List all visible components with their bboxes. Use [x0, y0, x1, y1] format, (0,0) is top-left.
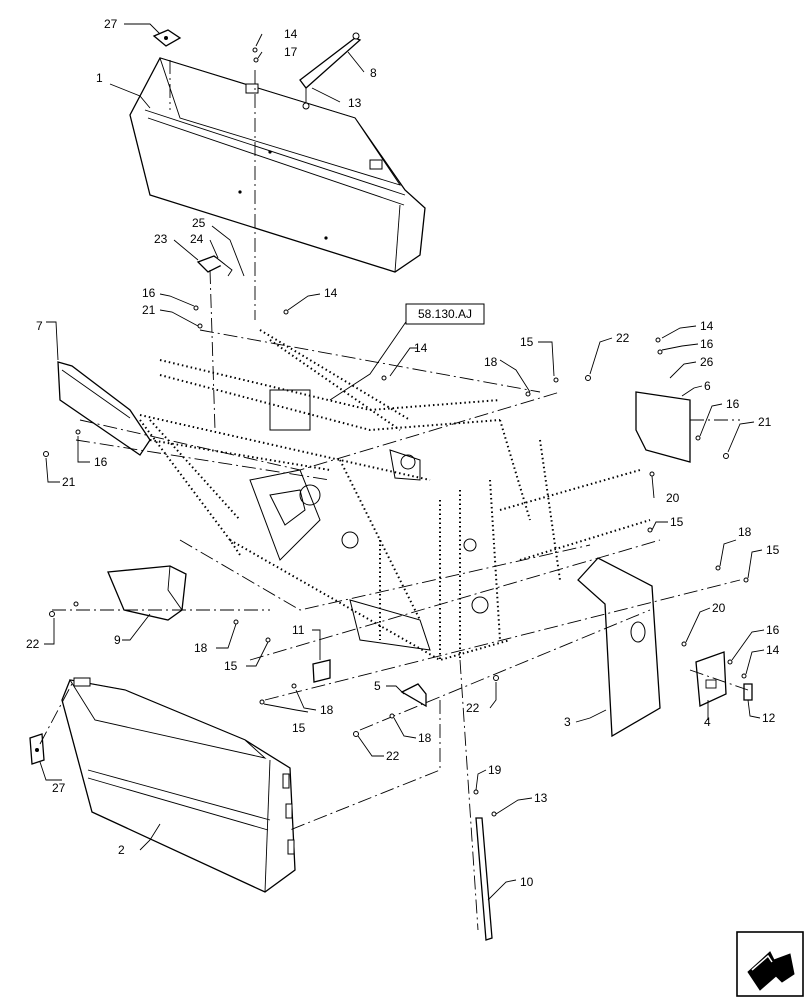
callout-15-far-right: 15 — [766, 543, 780, 557]
navigation-arrow-icon[interactable] — [736, 931, 804, 997]
callout-2: 2 — [118, 843, 125, 857]
callout-16-right-mid: 16 — [726, 397, 740, 411]
callout-21-left: 21 — [62, 475, 76, 489]
callout-leaders — [39, 23, 765, 901]
part-27-bracket-top — [152, 29, 182, 47]
callout-14-lower-right: 14 — [766, 643, 780, 657]
part-10-rod — [475, 817, 493, 941]
callout-22-left: 22 — [26, 637, 40, 651]
callout-20-right: 20 — [666, 491, 680, 505]
part-8-support-rod — [299, 32, 362, 110]
assembly-centerlines — [39, 60, 749, 931]
part-12-pin — [743, 683, 753, 701]
callout-11: 11 — [292, 623, 305, 637]
callout-6: 6 — [704, 379, 711, 393]
callout-21-left-top: 21 — [142, 303, 156, 317]
callout-10: 10 — [520, 875, 534, 889]
callout-20-lower-right: 20 — [712, 601, 726, 615]
part-3-tall-right-panel — [577, 557, 661, 738]
callout-18-lower-center: 18 — [320, 703, 334, 717]
callout-23: 23 — [154, 232, 168, 246]
part-2-lower-shield — [61, 677, 296, 893]
callout-16-left: 16 — [94, 455, 108, 469]
callout-12: 12 — [762, 711, 776, 725]
callout-26: 26 — [700, 355, 714, 369]
callout-16-right: 16 — [700, 337, 714, 351]
callout-labels: 27 14 17 8 1 13 25 23 24 16 14 21 7 14 1… — [26, 17, 780, 889]
callout-16-left-top: 16 — [142, 286, 156, 300]
callout-18-lower-left: 18 — [194, 641, 208, 655]
callout-14-right: 14 — [700, 319, 714, 333]
part-11-plate — [312, 659, 331, 683]
callout-14-mid: 14 — [324, 286, 338, 300]
callout-17: 17 — [284, 45, 298, 59]
reference-box-label: 58.130.AJ — [418, 307, 472, 321]
callout-25: 25 — [192, 216, 206, 230]
callout-22-top-right: 22 — [616, 331, 630, 345]
callout-16-lower-right: 16 — [766, 623, 780, 637]
callout-21-right: 21 — [758, 415, 772, 429]
part-23-bracket — [196, 255, 233, 277]
part-9-lower-left-guard — [107, 565, 187, 621]
callout-13-bottom: 13 — [534, 791, 548, 805]
callout-14-center: 14 — [414, 341, 428, 355]
callout-5: 5 — [374, 679, 381, 693]
callout-19: 19 — [488, 763, 502, 777]
callout-15-lower-center: 15 — [292, 721, 306, 735]
chassis-frame — [139, 329, 651, 662]
callout-27-top: 27 — [104, 17, 118, 31]
part-27-bracket-bottom — [29, 733, 45, 765]
part-7-left-panel — [57, 361, 151, 456]
callout-27-bottom: 27 — [52, 781, 66, 795]
callout-14-top: 14 — [284, 27, 298, 41]
callout-4: 4 — [704, 715, 711, 729]
reference-box-58-130-aj[interactable]: 58.130.AJ — [405, 303, 485, 325]
hardware-fasteners — [43, 47, 749, 817]
callout-9: 9 — [114, 633, 121, 647]
callout-18-right: 18 — [738, 525, 752, 539]
callout-22-lower-right: 22 — [466, 701, 480, 715]
callout-18-center: 18 — [484, 355, 498, 369]
callout-3: 3 — [564, 715, 571, 729]
callout-18-lower-center-right: 18 — [418, 731, 432, 745]
callout-24: 24 — [190, 232, 204, 246]
part-1-upper-shield — [129, 57, 426, 273]
part-4-small-plate — [695, 651, 727, 707]
callout-15-center: 15 — [520, 335, 534, 349]
callout-1: 1 — [96, 71, 103, 85]
part-5-plate — [400, 683, 427, 708]
callout-15-lower-left: 15 — [224, 659, 238, 673]
callout-22-lower-center: 22 — [386, 749, 400, 763]
callout-7: 7 — [36, 319, 43, 333]
callout-13-top: 13 — [348, 96, 362, 110]
callout-15-right: 15 — [670, 515, 684, 529]
part-6-right-panel — [635, 391, 691, 463]
callout-8: 8 — [370, 66, 377, 80]
